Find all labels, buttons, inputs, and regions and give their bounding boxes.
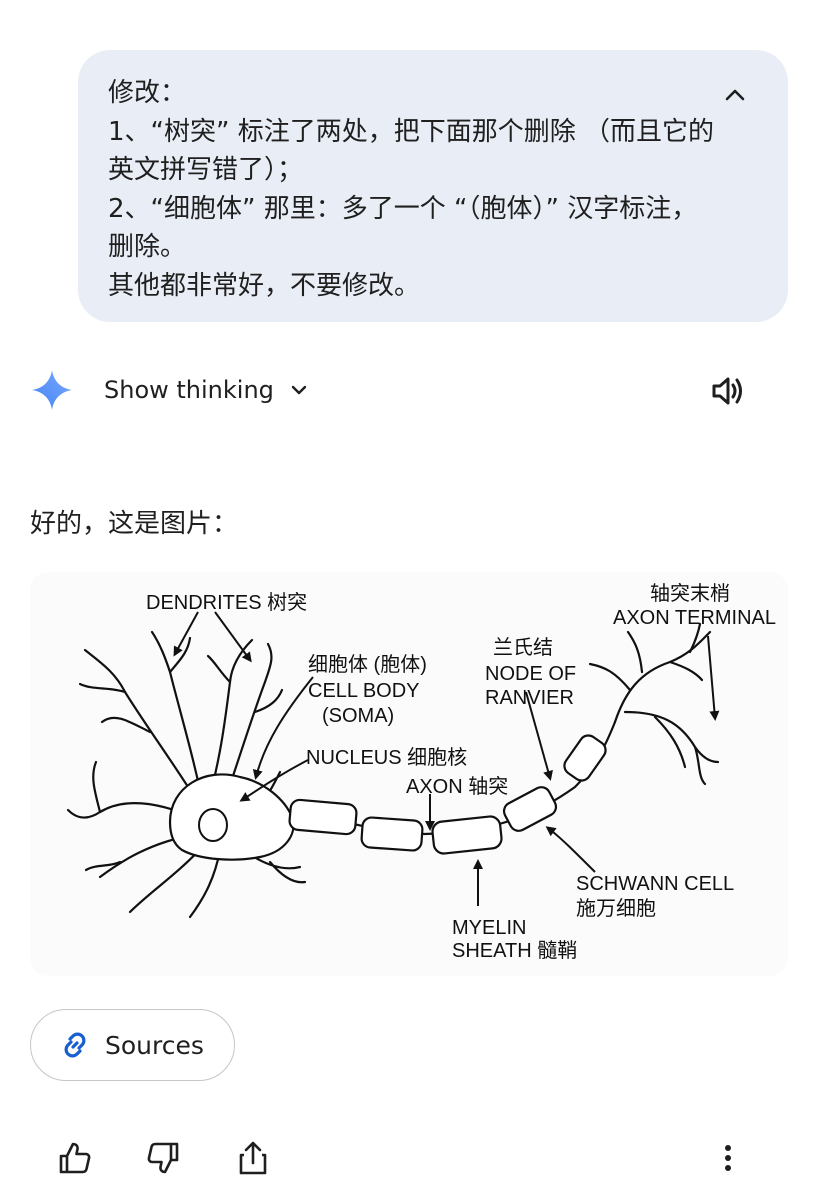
node-en-label-2: RANVIER xyxy=(485,687,574,709)
myelin-label-1: MYELIN xyxy=(452,917,526,939)
axon-terminal-en-label: AXON TERMINAL xyxy=(613,607,776,629)
soma-label: (SOMA) xyxy=(322,705,394,727)
speaker-icon[interactable] xyxy=(708,371,748,411)
nucleus-label: NUCLEUS 细胞核 xyxy=(306,746,467,769)
response-action-bar xyxy=(0,1130,819,1186)
axon-terminal-drawing xyxy=(588,622,720,786)
thinking-row: Show thinking xyxy=(30,364,790,418)
dendrites-drawing xyxy=(66,630,307,919)
thumbs-down-icon[interactable] xyxy=(145,1140,181,1176)
neuron-diagram: DENDRITES 树突 细胞体 (胞体) CELL BODY (SOMA) N… xyxy=(66,582,776,962)
schwann-cn-label: 施万细胞 xyxy=(576,897,656,920)
cell-body-en-label: CELL BODY xyxy=(308,680,420,702)
label-arrows xyxy=(173,611,720,906)
sources-button[interactable]: Sources xyxy=(30,1009,235,1081)
chevron-up-icon[interactable] xyxy=(720,80,750,110)
axon-label: AXON 轴突 xyxy=(406,775,508,798)
axon-terminal-cn-label: 轴突末梢 xyxy=(650,582,730,605)
schwann-en-label: SCHWANN CELL xyxy=(576,873,734,895)
show-thinking-button[interactable]: Show thinking xyxy=(104,370,310,410)
user-message-bubble: 修改： 1、“树突” 标注了两处，把下面那个删除 （而且它的英文拼写错了）； 2… xyxy=(78,50,788,322)
sources-label: Sources xyxy=(105,1030,204,1060)
myelin-label-2: SHEATH 髓鞘 xyxy=(452,939,577,962)
thumbs-up-icon[interactable] xyxy=(57,1140,93,1176)
neuron-diagram-image[interactable]: DENDRITES 树突 细胞体 (胞体) CELL BODY (SOMA) N… xyxy=(30,572,788,976)
cell-body-cn-label: 细胞体 (胞体) xyxy=(308,653,427,676)
reply-text: 好的，这是图片： xyxy=(30,509,239,539)
nucleus-drawing xyxy=(198,808,228,842)
myelin-segments xyxy=(288,734,607,855)
dendrites-label: DENDRITES 树突 xyxy=(146,591,307,614)
user-message-text: 修改： 1、“树突” 标注了两处，把下面那个删除 （而且它的英文拼写错了）； 2… xyxy=(108,78,715,301)
cell-body-drawing xyxy=(168,773,295,861)
share-icon[interactable] xyxy=(235,1140,271,1176)
show-thinking-label: Show thinking xyxy=(104,376,274,404)
link-icon xyxy=(64,1032,86,1058)
chevron-down-icon xyxy=(291,385,307,395)
gemini-sparkle-icon xyxy=(32,370,72,410)
node-cn-label: 兰氏结 xyxy=(493,636,553,659)
more-vert-icon[interactable] xyxy=(710,1140,746,1176)
node-en-label-1: NODE OF xyxy=(485,663,576,685)
